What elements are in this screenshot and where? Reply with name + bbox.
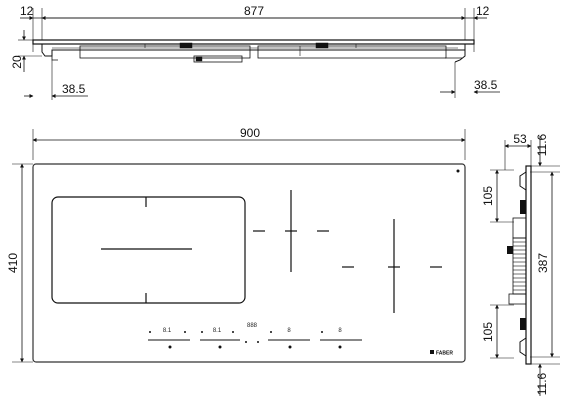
dim-side-bottom-gap: 11.6 bbox=[535, 372, 549, 395]
dim-full-width: 900 bbox=[240, 126, 260, 140]
side-section-view bbox=[490, 136, 560, 396]
glass-surface bbox=[32, 163, 466, 363]
flex-zone-left bbox=[51, 196, 246, 304]
top-elevation-view bbox=[18, 8, 500, 100]
plan-view bbox=[12, 129, 466, 363]
dim-side-lower: 105 bbox=[481, 322, 495, 342]
zone-label-4: 8 bbox=[338, 328, 342, 334]
dim-side-top-width: 53 bbox=[513, 132, 527, 146]
dim-side-middle: 387 bbox=[536, 253, 550, 273]
brand-logo-text: FABER bbox=[436, 351, 453, 357]
control-panel bbox=[148, 331, 362, 349]
dim-left-offset: 38.5 bbox=[62, 82, 86, 96]
dim-top-right-overhang: 12 bbox=[476, 4, 490, 18]
dim-full-depth: 410 bbox=[6, 253, 20, 273]
timer-display: 888 bbox=[247, 323, 258, 329]
dim-right-offset: 38.5 bbox=[474, 78, 498, 92]
dim-side-height: 20 bbox=[10, 55, 24, 69]
dim-top-width: 877 bbox=[244, 4, 264, 18]
zone-label-3: 8 bbox=[287, 328, 291, 334]
zone-label-2: 8.1 bbox=[213, 328, 222, 334]
dim-side-top-gap: 11.6 bbox=[535, 133, 549, 156]
dim-side-upper: 105 bbox=[481, 186, 495, 206]
zone-label-1: 8.1 bbox=[163, 328, 172, 334]
dim-top-left-overhang: 12 bbox=[20, 4, 34, 18]
brand-logo: FABER bbox=[430, 350, 453, 357]
